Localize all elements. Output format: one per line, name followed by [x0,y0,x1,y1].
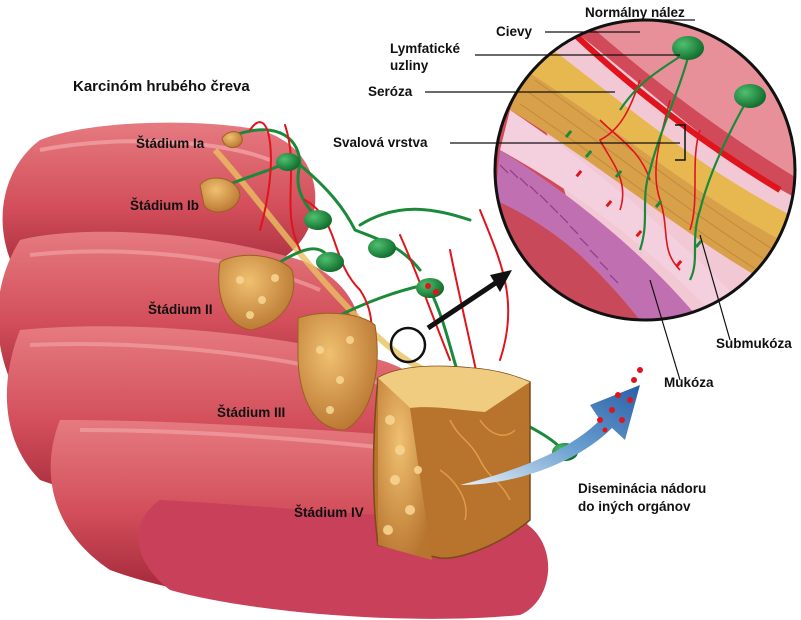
label-lymph-nodes-1: Lymfatické [390,41,461,56]
label-serosa: Seróza [368,84,413,99]
label-mucosa: Mukóza [664,375,714,390]
zoom-cross-section [493,18,797,322]
diagram-title: Karcinóm hrubého čreva [73,78,250,95]
metastasis-arrow [460,367,643,485]
label-stage-ii: Štádium II [148,302,213,317]
label-stage-ia: Štádium Ia [136,136,205,151]
label-stage-iv: Štádium IV [294,505,364,520]
label-muscle-layer: Svalová vrstva [333,135,428,150]
magnifier-pointer [389,270,512,364]
label-normal-finding: Normálny nález [585,5,685,20]
label-spread-line1: Diseminácia nádoru [578,481,707,496]
label-stage-iii: Štádium III [217,405,286,420]
tumors [199,131,531,560]
leader-lines [425,19,731,381]
label-spread-line2: do iných orgánov [578,499,691,514]
label-vessels: Cievy [496,24,533,39]
label-submucosa: Submukóza [716,336,792,351]
label-lymph-nodes-2: uzliny [390,58,429,73]
label-stage-ib: Štádium Ib [130,198,200,213]
